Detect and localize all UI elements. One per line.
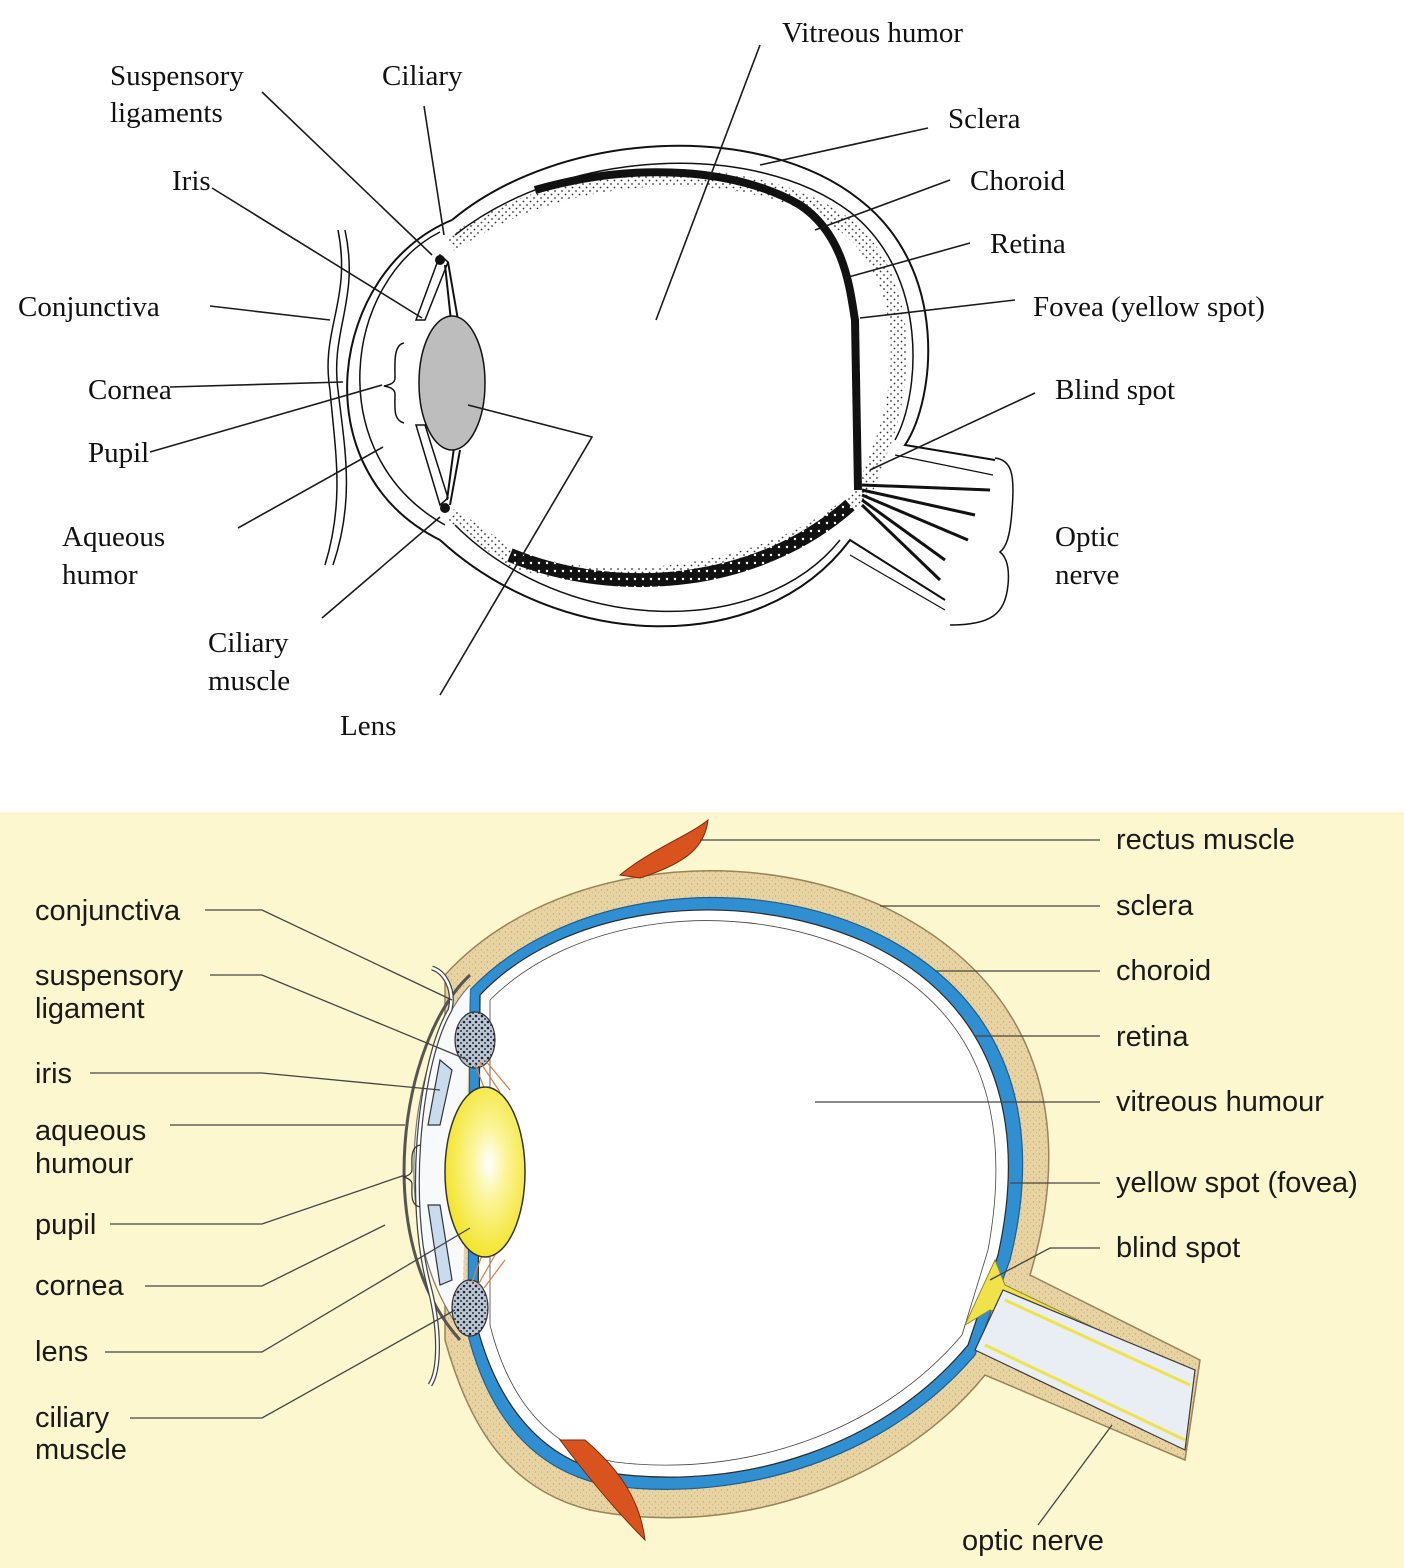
top-labels: Vitreous humor Suspensory ligaments Cili…: [18, 17, 1265, 742]
label-suspensory-ligaments-line2: ligaments: [110, 97, 223, 129]
label-ciliary-muscle-line1: Ciliary: [208, 627, 289, 659]
bottom-labels: rectus muscle conjunctiva sclera suspens…: [35, 824, 1358, 1557]
label-vitreous-humor: Vitreous humor: [782, 17, 963, 49]
label-rectus-muscle: rectus muscle: [1116, 824, 1295, 856]
label-aqueous-humor-line2: humor: [62, 559, 138, 591]
label-choroid: choroid: [1116, 955, 1211, 987]
label-iris: iris: [35, 1058, 72, 1090]
label-conjunctiva: conjunctiva: [35, 895, 181, 927]
label-blind-spot: blind spot: [1116, 1232, 1240, 1264]
label-cornea: Cornea: [88, 374, 172, 406]
label-aqueous-humour-line1: aqueous: [35, 1115, 146, 1147]
color-eye-diagram-drawing: rectus muscle conjunctiva sclera suspens…: [35, 818, 1358, 1557]
color-eye-diagram: rectus muscle conjunctiva sclera suspens…: [0, 812, 1404, 1568]
eyeball-outline: [324, 144, 1014, 628]
label-ciliary-muscle-line2: muscle: [35, 1434, 127, 1466]
conjunctiva-shape: [416, 966, 453, 1386]
label-ciliary-muscle-line2: muscle: [208, 665, 290, 697]
label-lens: Lens: [340, 710, 396, 742]
label-pupil: pupil: [35, 1209, 96, 1241]
lens-shape: [444, 1086, 526, 1258]
label-cornea: cornea: [35, 1270, 125, 1302]
label-retina: retina: [1116, 1021, 1189, 1053]
line-eye-diagram-drawing: Vitreous humor Suspensory ligaments Cili…: [18, 17, 1265, 742]
label-retina: Retina: [990, 228, 1066, 260]
label-optic-nerve-line2: nerve: [1055, 559, 1119, 591]
iris-lower: [427, 1204, 453, 1286]
label-fovea: Fovea (yellow spot): [1033, 291, 1265, 323]
label-suspensory-ligament-line2: ligament: [35, 993, 145, 1025]
iris-upper: [427, 1058, 453, 1126]
top-leader-lines: [149, 44, 1036, 696]
label-pupil: Pupil: [88, 437, 149, 469]
label-aqueous-humor-line1: Aqueous: [62, 521, 165, 553]
label-sclera: sclera: [1116, 890, 1194, 922]
label-sclera: Sclera: [948, 103, 1021, 135]
label-choroid: Choroid: [970, 165, 1066, 197]
rectus-muscle-lower: [558, 1439, 646, 1542]
label-vitreous-humour: vitreous humour: [1116, 1086, 1324, 1118]
rectus-muscle-upper: [618, 818, 709, 879]
label-suspensory-ligaments-line1: Suspensory: [110, 60, 244, 92]
bottom-leader-lines: [90, 839, 1113, 1526]
label-optic-nerve: optic nerve: [962, 1525, 1104, 1557]
optic-nerve-shape: [974, 1289, 1196, 1451]
ciliary-body-upper: [454, 1011, 496, 1069]
label-ciliary: Ciliary: [382, 60, 463, 92]
label-optic-nerve-line1: Optic: [1055, 521, 1119, 553]
label-aqueous-humour-line2: humour: [35, 1148, 134, 1180]
label-lens: lens: [35, 1336, 88, 1368]
eyeball-shape: [402, 818, 1201, 1542]
label-suspensory-ligament-line1: suspensory: [35, 960, 184, 992]
label-yellow-spot: yellow spot (fovea): [1116, 1167, 1358, 1199]
label-conjunctiva: Conjunctiva: [18, 291, 160, 323]
ciliary-body-lower: [451, 1279, 489, 1337]
label-ciliary-muscle-line1: ciliary: [35, 1402, 110, 1434]
label-blind-spot: Blind spot: [1055, 374, 1175, 406]
lens-shape: [418, 315, 486, 451]
line-eye-diagram: Vitreous humor Suspensory ligaments Cili…: [18, 17, 1265, 742]
label-iris: Iris: [172, 165, 211, 197]
